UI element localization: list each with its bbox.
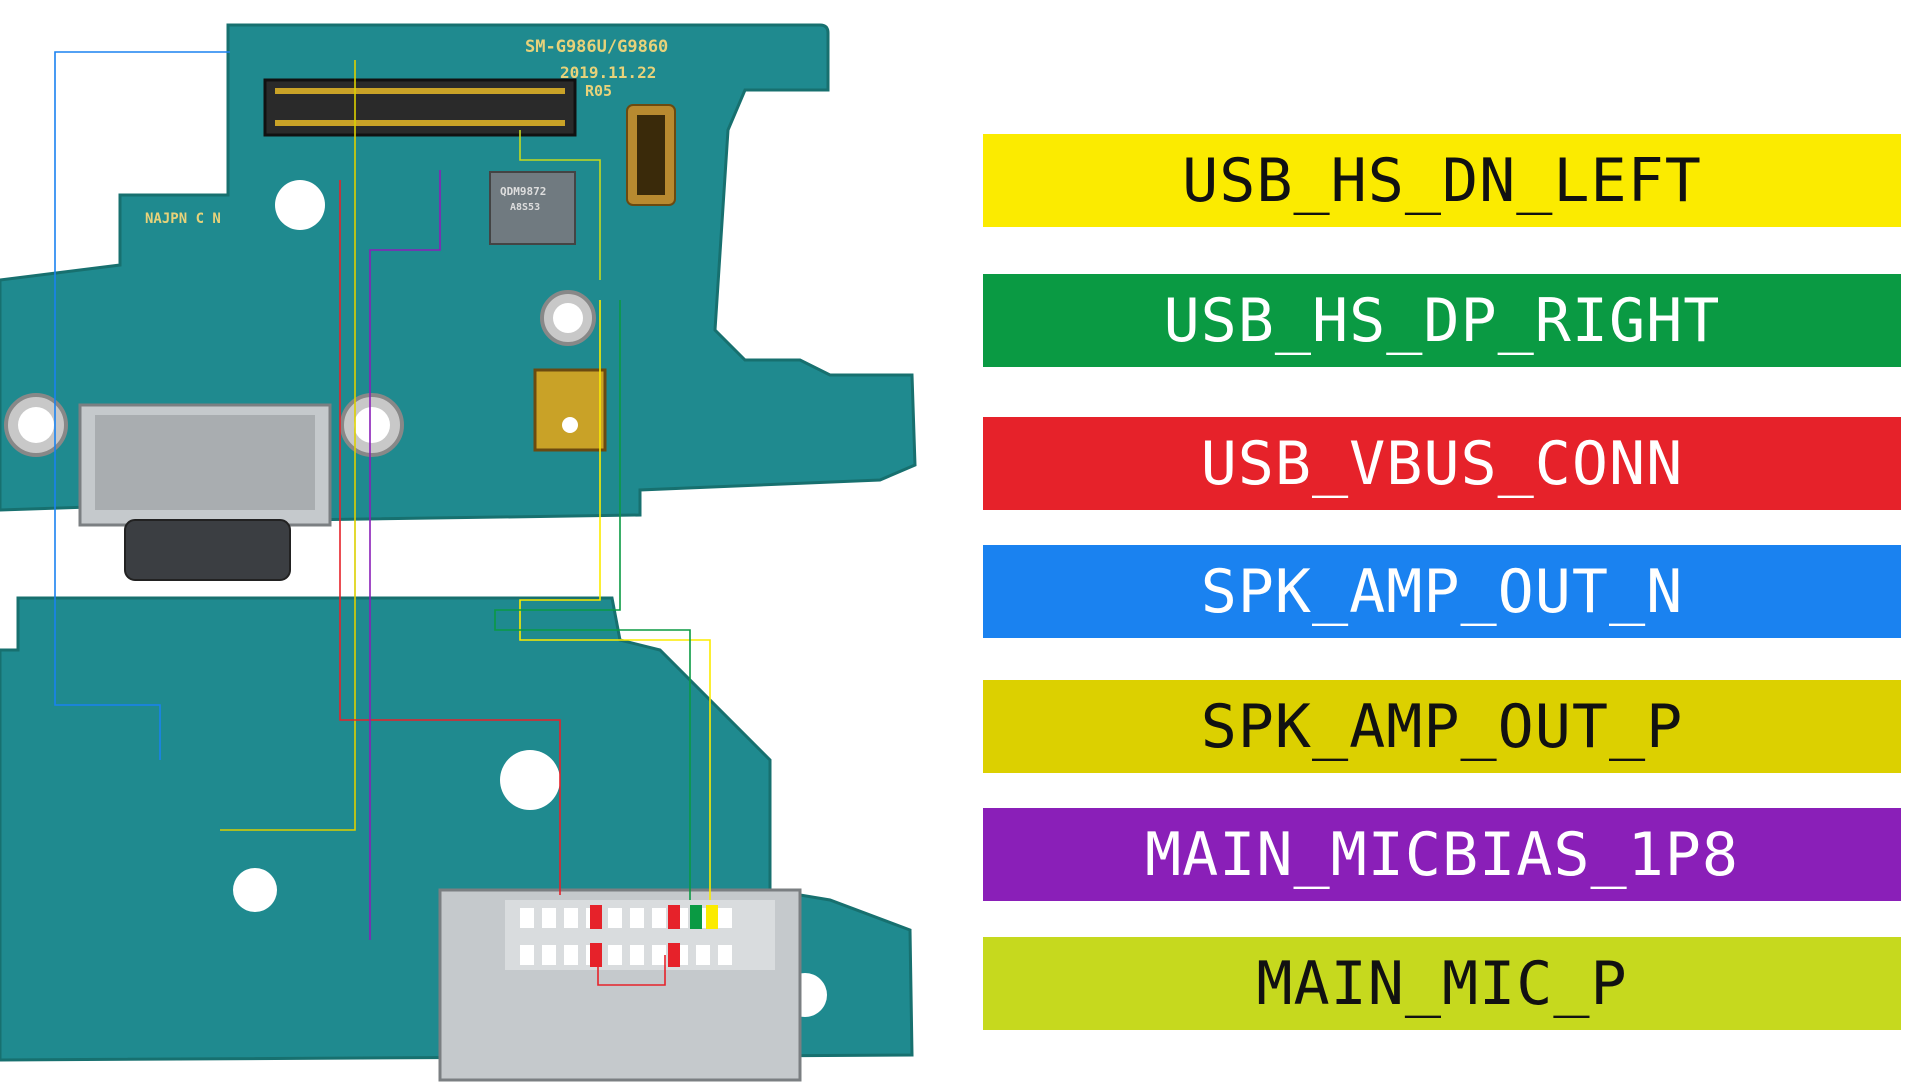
mic-module: [533, 368, 607, 452]
signal-traces: [54, 51, 711, 986]
legend-label: USB_VBUS_CONN: [1200, 428, 1684, 499]
rev-label: R05: [585, 82, 612, 100]
legend-main-mic-p: MAIN_MIC_P: [983, 937, 1901, 1030]
ic-label-1: QDM9872: [500, 185, 546, 198]
model-label: SM-G986U/G9860: [525, 37, 668, 57]
pcb-board-image: QDM9872 A8S53 SM-G986U/G9860 2019.11.22 …: [0, 0, 930, 1089]
jp-label: NAJPN C N: [145, 211, 221, 227]
legend-label: USB_HS_DN_LEFT: [1182, 145, 1702, 216]
ic-label-2: A8S53: [510, 202, 540, 213]
connector-pins: [275, 88, 565, 126]
upper-pcb: [0, 23, 917, 522]
legend-usb-vbus-conn: USB_VBUS_CONN: [983, 417, 1901, 510]
legend-label: SPK_AMP_OUT_P: [1200, 691, 1684, 762]
date-label: 2019.11.22: [560, 63, 656, 82]
upper-usb-c-port: [78, 403, 332, 581]
ic-chip: [489, 171, 576, 245]
pcb-diagram: QDM9872 A8S53 SM-G986U/G9860 2019.11.22 …: [0, 23, 917, 1082]
mic-hole: [562, 417, 578, 433]
legend-label: USB_HS_DP_RIGHT: [1163, 285, 1721, 356]
legend-usb-hs-dp-right: USB_HS_DP_RIGHT: [983, 274, 1901, 367]
legend-label: SPK_AMP_OUT_N: [1200, 556, 1684, 627]
legend-spk-amp-out-n: SPK_AMP_OUT_N: [983, 545, 1901, 638]
legend-label: MAIN_MIC_P: [1256, 948, 1628, 1019]
legend-usb-hs-dn-left: USB_HS_DN_LEFT: [983, 134, 1901, 227]
legend-spk-amp-out-p: SPK_AMP_OUT_P: [983, 680, 1901, 773]
side-connector-slot: [637, 115, 665, 195]
legend-label: MAIN_MICBIAS_1P8: [1145, 819, 1739, 890]
legend-main-micbias-1p8: MAIN_MICBIAS_1P8: [983, 808, 1901, 901]
